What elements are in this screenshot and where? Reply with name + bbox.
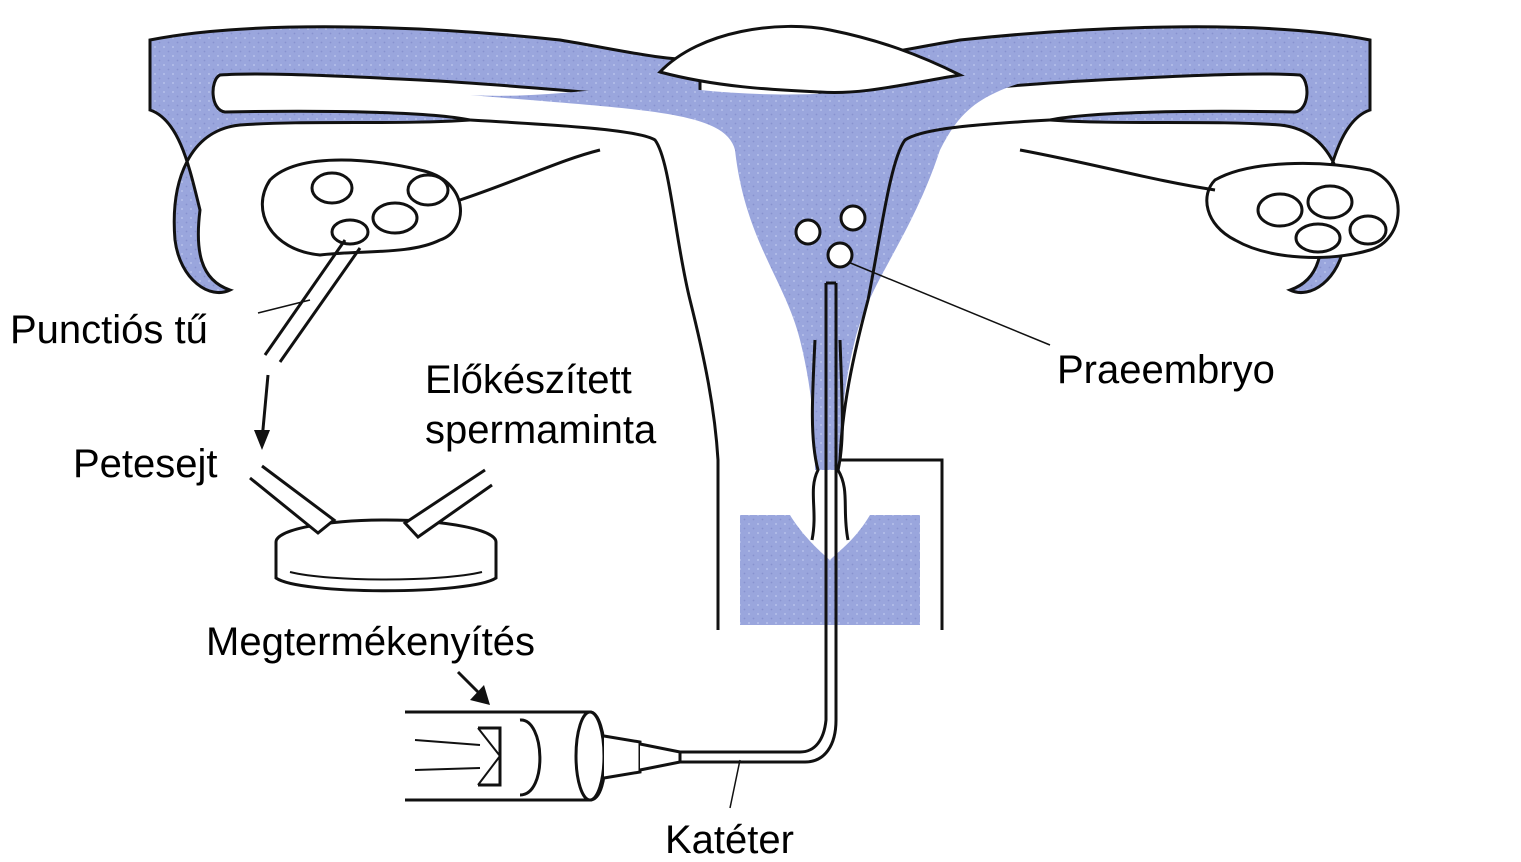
follicle bbox=[1308, 186, 1352, 218]
petri-dish bbox=[276, 520, 496, 591]
puncture-needle bbox=[258, 240, 360, 362]
fertilization-arrow-icon bbox=[458, 672, 490, 705]
follicle bbox=[312, 173, 352, 203]
label-prepared-sperm-line1: Előkészített bbox=[425, 360, 632, 400]
preembryo-cell bbox=[796, 220, 820, 244]
catheter-leader-line bbox=[730, 760, 740, 808]
cervix bbox=[740, 515, 920, 625]
right-ovary bbox=[1020, 150, 1398, 257]
preembryo-cell bbox=[841, 206, 865, 230]
needle-leader-line bbox=[258, 300, 310, 313]
label-fertilization: Megtermékenyítés bbox=[206, 622, 535, 662]
left-ovary bbox=[262, 150, 600, 255]
right-ovarian-ligament bbox=[1020, 150, 1215, 190]
preembryo-cell bbox=[828, 243, 852, 267]
syringe bbox=[405, 712, 680, 800]
follicle bbox=[408, 175, 448, 205]
preembryo-leader-line bbox=[848, 262, 1050, 345]
label-preembryo: Praeembryo bbox=[1057, 350, 1275, 390]
follicle bbox=[1258, 194, 1302, 226]
follicle bbox=[373, 203, 417, 233]
follicle bbox=[332, 220, 368, 244]
uterine-fundus bbox=[660, 26, 960, 92]
label-punction-needle: Punctiós tű bbox=[10, 310, 208, 350]
left-fallopian-tube bbox=[150, 27, 700, 293]
down-arrow-icon bbox=[254, 375, 270, 450]
follicle bbox=[1296, 224, 1340, 252]
egg-pipette bbox=[250, 466, 334, 533]
label-prepared-sperm-line2: spermaminta bbox=[425, 410, 656, 450]
label-catheter: Katéter bbox=[665, 820, 794, 860]
left-ovarian-ligament bbox=[460, 150, 600, 200]
follicle bbox=[1350, 216, 1386, 244]
label-egg-cell: Petesejt bbox=[73, 444, 218, 484]
